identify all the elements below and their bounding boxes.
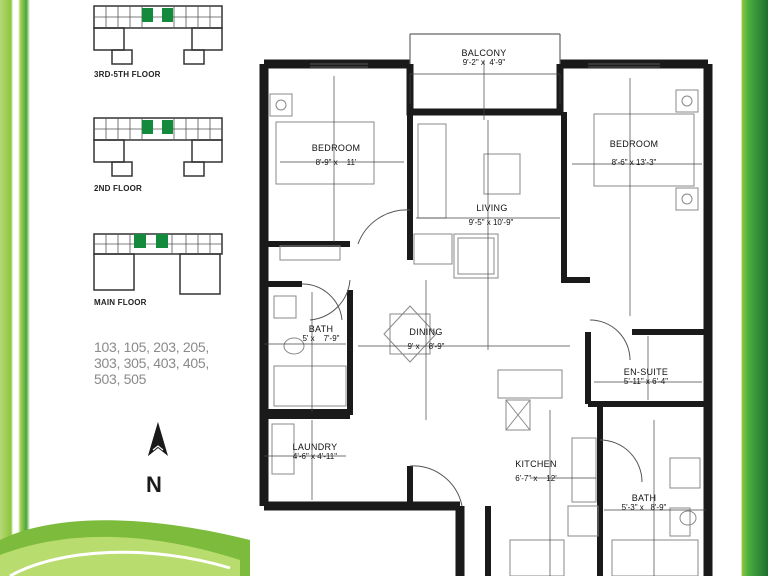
bath-left-dims: 5' x 7'-9" (302, 334, 340, 343)
key-plan-3rd-5th-drawing (93, 5, 223, 65)
key-plan-main-drawing (93, 233, 223, 295)
bedroom-left-label: BEDROOM (311, 143, 361, 153)
key-plan-2nd (92, 114, 224, 180)
laundry-dims: 4'-6" x 4'-11" (292, 452, 338, 461)
key-plan-2nd-drawing (93, 117, 223, 177)
dining-label: DINING (409, 327, 443, 337)
balcony-dims: 9'-2" x 4'-9" (462, 58, 506, 67)
laundry-label: LAUNDRY (292, 442, 338, 452)
living-label: LIVING (476, 203, 508, 213)
bath-right-label: BATH (631, 493, 657, 503)
living-dims: 9'-5" x 10'-9" (468, 218, 514, 227)
bath-left-label: BATH (308, 324, 334, 334)
bedroom-right-label: BEDROOM (609, 139, 659, 149)
key-plan-3rd-5th (92, 2, 224, 68)
key-plan-3rd-5th-label: 3RD-5TH FLOOR (94, 70, 161, 79)
kitchen-dims: 6'-7" x 12' (515, 474, 557, 483)
dining-dims: 9' x 8'-9" (407, 342, 445, 351)
bedroom-left-dims: 8'-9" x 11' (315, 158, 357, 167)
bath-right-dims: 5'-3" x 8'-9" (621, 503, 667, 512)
unit-numbers: 103, 105, 203, 205, 303, 305, 403, 405, … (94, 339, 209, 387)
kitchen-label: KITCHEN (515, 459, 557, 469)
north-arrow-icon (148, 422, 168, 456)
right-green-band (735, 0, 768, 576)
floor-plan (259, 33, 713, 576)
north-label: N (146, 472, 162, 497)
ensuite-label: EN-SUITE (623, 367, 669, 377)
ensuite-dims: 5'-11" x 6'-4" (623, 377, 669, 386)
green-swoosh (0, 520, 250, 576)
key-plan-main (92, 228, 224, 298)
left-green-band (0, 0, 60, 576)
balcony-label: BALCONY (461, 48, 507, 58)
key-plan-2nd-label: 2ND FLOOR (94, 184, 143, 193)
key-plan-main-label: MAIN FLOOR (94, 298, 147, 307)
bedroom-right-dims: 8'-6" x 13'-3" (611, 158, 657, 167)
